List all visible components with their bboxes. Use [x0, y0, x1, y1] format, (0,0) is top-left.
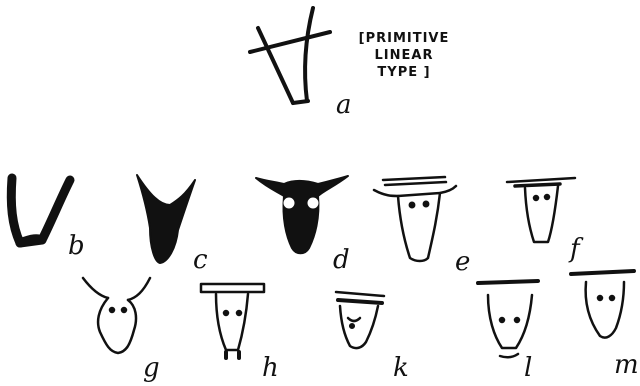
- sign-label-c: c: [193, 247, 208, 273]
- caption-primitive-linear-type: [PRIMITIVE LINEAR TYPE ]: [340, 30, 468, 81]
- caption-line-1: [PRIMITIVE: [340, 30, 468, 47]
- caption-line-2: LINEAR: [340, 47, 468, 64]
- caption-line-3: TYPE ]: [340, 64, 468, 81]
- sign-label-l: l: [524, 355, 532, 381]
- outline-ox-head-with-bar-icon: [336, 292, 384, 348]
- sign-label-k: k: [393, 355, 409, 381]
- outline-ox-head-with-bar-icon: [571, 271, 634, 338]
- outline-ox-head-with-bar-icon: [201, 284, 264, 358]
- sign-label-m: m: [614, 352, 639, 378]
- sign-label-f: f: [570, 236, 580, 262]
- outline-ox-head-with-curved-horns-icon: [83, 278, 150, 353]
- sign-label-e: e: [455, 249, 470, 275]
- solid-black-ox-head-with-eyes-icon: [256, 176, 348, 253]
- sign-label-b: b: [68, 233, 85, 259]
- sign-label-h: h: [262, 355, 279, 381]
- sign-label-a: a: [336, 92, 352, 118]
- sign-label-g: g: [143, 355, 160, 381]
- outline-ox-head-with-crossbar-icon: [374, 177, 456, 261]
- outline-ox-head-with-bar-icon: [478, 281, 538, 357]
- primitive-linear-ox-head-icon: [250, 8, 330, 103]
- outline-ox-head-with-crossbar-icon: [507, 178, 575, 242]
- sign-label-d: d: [333, 247, 350, 273]
- filled-outline-ox-head-icon: [11, 178, 70, 243]
- solid-black-ox-head-icon: [137, 175, 195, 263]
